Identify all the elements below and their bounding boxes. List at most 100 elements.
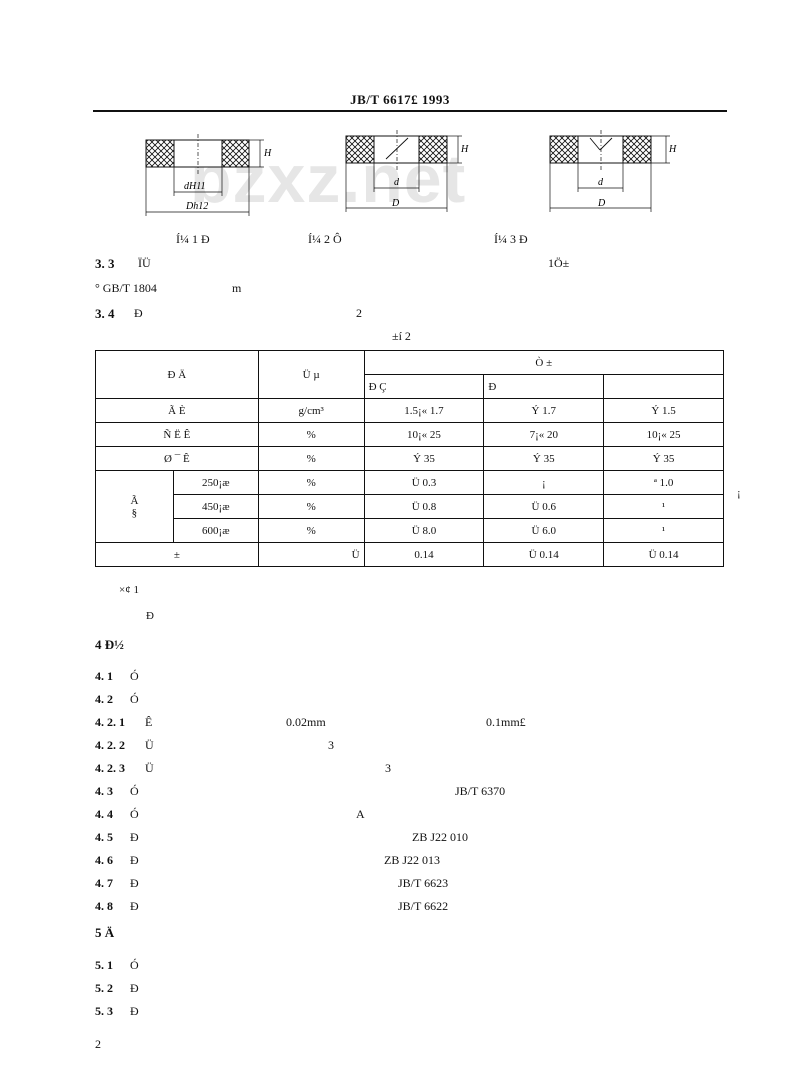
item-text: Ð [130, 899, 139, 913]
table-row: Ñ Ë Ê % 10¡« 25 7¡« 20 10¡« 25 [95, 422, 724, 447]
section-3-4-text: Ð [134, 306, 143, 320]
row-label: ± [95, 542, 259, 567]
header-group: Ò ± [363, 350, 725, 375]
table-side-mark: ¡ [737, 487, 741, 499]
item-mid: ZB J22 013 [384, 853, 441, 867]
item-number: 4. 3 [95, 784, 113, 798]
item-number: 5. 1 [95, 958, 113, 972]
figure-1-caption: Í¼ 1 Ð [176, 232, 210, 246]
item-number: 5. 2 [95, 981, 113, 995]
section-3-4-right: 2 [356, 306, 362, 320]
row-value: Ü 8.0 [363, 518, 485, 543]
row-value: Ý 1.5 [603, 398, 724, 423]
item-number: 4. 6 [95, 853, 113, 867]
table-row: Ã È g/cm³ 1.5¡« 1.7 Ý 1.7 Ý 1.5 [95, 398, 724, 423]
item-number: 4. 2. 2 [95, 738, 125, 752]
item-text: Ó [130, 958, 139, 972]
item-number: 4. 2. 3 [95, 761, 125, 775]
header-unit: Ü µ [257, 350, 365, 399]
page-number: 2 [95, 1037, 101, 1051]
row-value: Ý 35 [363, 446, 485, 471]
figure-2-inner-label: d [394, 177, 400, 188]
figure-3-h-label: H [668, 144, 677, 155]
figure-1-inner-label: dH11 [184, 181, 205, 192]
figure-2-outer-label: D [391, 198, 400, 209]
item-number: 4. 5 [95, 830, 113, 844]
header-rule [93, 110, 727, 112]
row-value: Ü 0.8 [363, 494, 485, 519]
item-text: Ð [130, 981, 139, 995]
row-value: ª 1.0 [603, 470, 724, 495]
group-label-a: Ã [130, 494, 139, 507]
row-unit: % [257, 422, 365, 447]
item-number: 4. 7 [95, 876, 113, 890]
item-number: 4. 8 [95, 899, 113, 913]
item-mid: 0.02mm [286, 715, 326, 729]
row-value: Ý 35 [603, 446, 724, 471]
row-value: 10¡« 25 [363, 422, 485, 447]
row-label: Ã È [95, 398, 259, 423]
figure-3-caption: Í¼ 3 Ð [494, 232, 528, 246]
item-text: Ð [130, 1004, 139, 1018]
section-3-4-number: 3. 4 [95, 306, 115, 321]
item-text: Ð [130, 876, 139, 890]
row-unit: % [257, 446, 365, 471]
row-value: Ý 35 [483, 446, 605, 471]
row-value: Ü 0.14 [483, 542, 605, 567]
section-3-3-line-2-b: m [232, 281, 242, 295]
row-value: Ý 1.7 [483, 398, 605, 423]
row-value: Ü 0.3 [363, 470, 485, 495]
section-3-3-right: 1Ö± [548, 256, 570, 270]
section-3-3-text: ÏÜ [138, 256, 151, 270]
header-sub-1: Ð Ç [363, 374, 485, 399]
item-mid: A [356, 807, 365, 821]
row-prefix: Ü [257, 542, 365, 567]
figure-2-drawing: H d D [345, 130, 469, 212]
section-3-3-line-2-a: ° GB/T 1804 [95, 281, 157, 295]
row-value: ¹ [603, 518, 724, 543]
figure-2-caption: Í¼ 2 Ô [308, 232, 342, 246]
row-unit: g/cm³ [257, 398, 365, 423]
item-right: ZB J22 010 [412, 830, 469, 844]
row-value: 1.5¡« 1.7 [363, 398, 485, 423]
table-row: 450¡æ % Ü 0.8 Ü 0.6 ¹ [96, 494, 724, 519]
properties-table: Ð Ä Ü µ Ò ± Ð Ç Ð Ã È g/cm³ 1.5¡« 1.7 Ý … [95, 350, 725, 567]
table-row: Ã § 250¡æ % Ü 0.3 ¡ ª 1.0 [95, 470, 724, 543]
row-value: 7¡« 20 [483, 422, 605, 447]
header-sub-3 [603, 374, 724, 399]
item-number: 4. 2. 1 [95, 715, 125, 729]
figure-1-drawing: H dH11 Dh12 [145, 134, 272, 216]
item-text: Ó [130, 807, 139, 821]
row-temp: 250¡æ [172, 470, 259, 495]
table-row: 600¡æ % Ü 8.0 Ü 6.0 ¹ [96, 518, 724, 543]
header-sub-2: Ð [483, 374, 605, 399]
row-value: Ü 0.14 [603, 542, 724, 567]
figure-3-outer-label: D [597, 198, 606, 209]
item-text: Ó [130, 784, 139, 798]
item-number: 5. 3 [95, 1004, 113, 1018]
item-text: Ó [130, 692, 139, 706]
item-mid: 3 [328, 738, 334, 752]
row-label: Ñ Ë Ê [95, 422, 259, 447]
row-temp: 450¡æ [172, 494, 259, 519]
row-unit: % [257, 470, 365, 495]
item-mid: JB/T 6622 [398, 899, 449, 913]
item-text: Ü [145, 761, 154, 775]
row-label: Ø ¯ Ê [95, 446, 259, 471]
row-value: 0.14 [363, 542, 485, 567]
row-value: Ü 6.0 [483, 518, 605, 543]
table-caption: ±í 2 [392, 329, 411, 343]
row-value: ¹ [603, 494, 724, 519]
item-text: Ð [130, 830, 139, 844]
row-unit: % [257, 518, 365, 543]
item-number: 4. 1 [95, 669, 113, 683]
group-label-cell: Ã § [95, 470, 174, 543]
figure-1-h-label: H [263, 148, 272, 159]
item-text: Ü [145, 738, 154, 752]
note-1: ×¢ 1 [119, 584, 139, 596]
group-label-b: § [131, 506, 138, 519]
header-property: Ð Ä [95, 350, 259, 399]
row-value: ¡ [483, 470, 605, 495]
section-4-title: 4 Ð½ [95, 637, 124, 652]
row-unit: % [257, 494, 365, 519]
